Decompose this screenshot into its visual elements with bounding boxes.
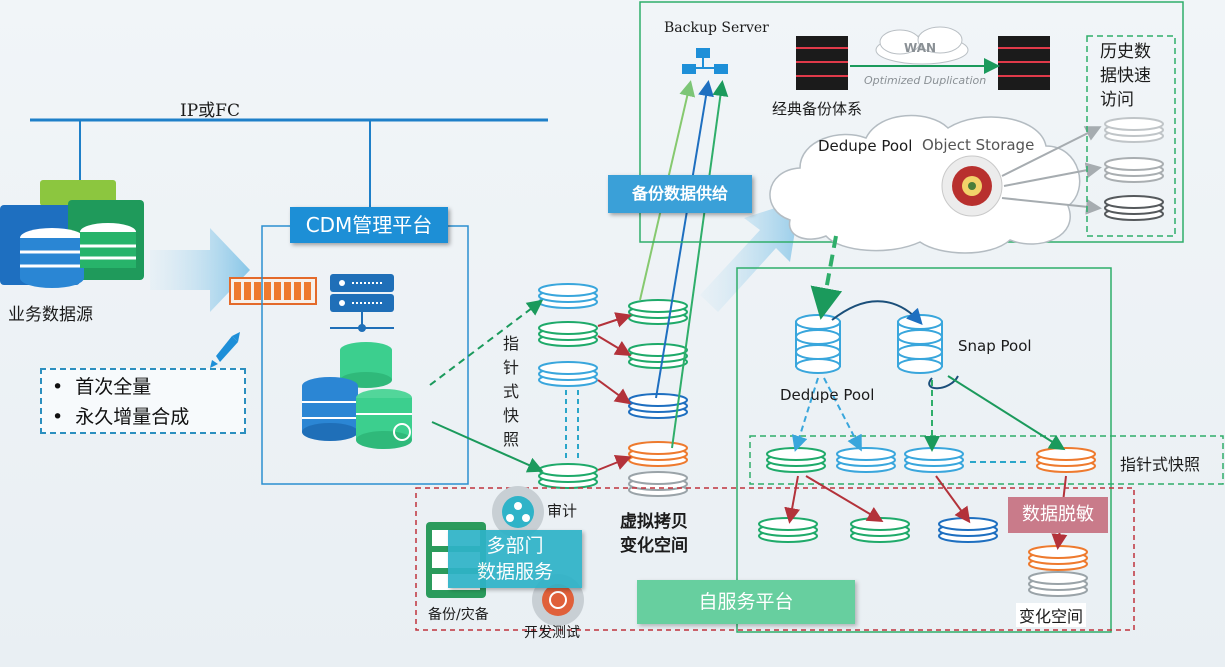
pointer-snapshot-disk [1036,447,1096,473]
audit-icon [492,486,544,538]
snapshot-disk [538,283,598,309]
snap-pool-loop [928,375,959,390]
backup-supply-label: 备份数据供给 [608,175,752,213]
object-storage-arrows [1001,126,1102,215]
virtual-copy-disk [628,299,688,325]
bus-label: IP或FC [180,101,240,121]
audit-label: 审计 [547,502,578,520]
feature-list: • 首次全量 • 永久增量合成 [40,368,246,434]
history-access-frame [1086,35,1176,237]
snap-pool-label: Snap Pool [958,337,1032,355]
snapshot-disk [538,463,598,489]
virtual-copy-arrows [597,312,632,471]
virtual-copy-disk [628,441,688,467]
copy-disk [850,517,910,543]
bullet-item: • 永久增量合成 [52,406,190,428]
backup-server-icon [682,48,728,74]
virtual-copy-disk [628,393,688,419]
pool-to-snapshot-arrows [791,377,1026,463]
bus-line [30,118,548,207]
snapshot-disk [538,361,598,387]
arrow-dedupe-to-snap [831,300,923,325]
data-masking-label: 数据脱敏 [1008,497,1108,533]
database-server-icon [0,180,144,288]
storage-cloud-icon [769,114,1081,254]
history-disk [1104,157,1164,183]
snap-pool-icon [897,314,943,374]
pointer-snapshot-right-label: 指针式快照 [1120,455,1201,474]
pointer-snapshot-disk [766,447,826,473]
storage-adapter-icon [229,277,317,305]
arrow-dedupe-down [810,235,843,320]
rack-server-right-icon [998,36,1050,90]
wan-label: WAN [904,41,937,55]
self-service-frame [736,267,1112,633]
source-label: 业务数据源 [8,305,93,325]
virtual-copy-disk [628,343,688,369]
rack-server-left-icon [796,36,848,90]
dedupe-pool-icon [795,314,841,374]
flow-arrow-to-backup [700,200,800,312]
dedupe-pool-mid-label: Dedupe Pool [780,386,875,404]
pointer-snapshot-disk [836,447,896,473]
history-disk [1104,117,1164,143]
rocket-icon [210,332,240,368]
pointer-snapshot-vertical: 指针式快照 [502,334,519,449]
multi-dept-service-label: 多部门数据服务 [448,530,582,588]
backup-dr-label: 备份/灾备 [428,607,489,623]
wan-cloud-icon [875,26,969,65]
arrow-cdm-to-snapshot-base [431,421,544,473]
copy-disk [758,517,818,543]
copy-disk [938,517,998,543]
virtual-copy-label: 虚拟拷贝变化空间 [620,512,688,556]
history-access-label: 历史数据快速访问 [1100,42,1151,110]
virtual-copy-disk [628,471,688,497]
cdm-database-stack-icon [302,342,412,449]
copy-disk [1028,571,1088,597]
dev-test-label: 开发测试 [524,625,580,641]
backup-server-label: Backup Server [664,20,769,36]
self-service-platform-label: 自服务平台 [637,580,855,624]
pointer-snapshot-disk [904,447,964,473]
copy-disk [1028,545,1088,571]
arrow-cdm-to-snapshot [429,299,544,386]
object-storage-label: Object Storage [922,136,1035,154]
change-space-label: 变化空间 [1016,603,1087,627]
cdm-title: CDM管理平台 [290,207,448,243]
object-storage-icon [941,155,1003,217]
data-service-frame [415,487,1135,631]
snapshot-disk [538,321,598,347]
arrow-snap-to-orange [947,375,1066,451]
bullet-item: • 首次全量 [52,376,152,398]
dedupe-pool-top-label: Dedupe Pool [818,137,913,155]
optimized-duplication-label: Optimized Duplication [864,74,987,87]
history-disk [1104,195,1164,221]
flow-arrow-source-to-cdm [150,228,250,312]
classic-backup-label: 经典备份体系 [772,100,863,118]
cdm-server-icon [330,274,394,332]
